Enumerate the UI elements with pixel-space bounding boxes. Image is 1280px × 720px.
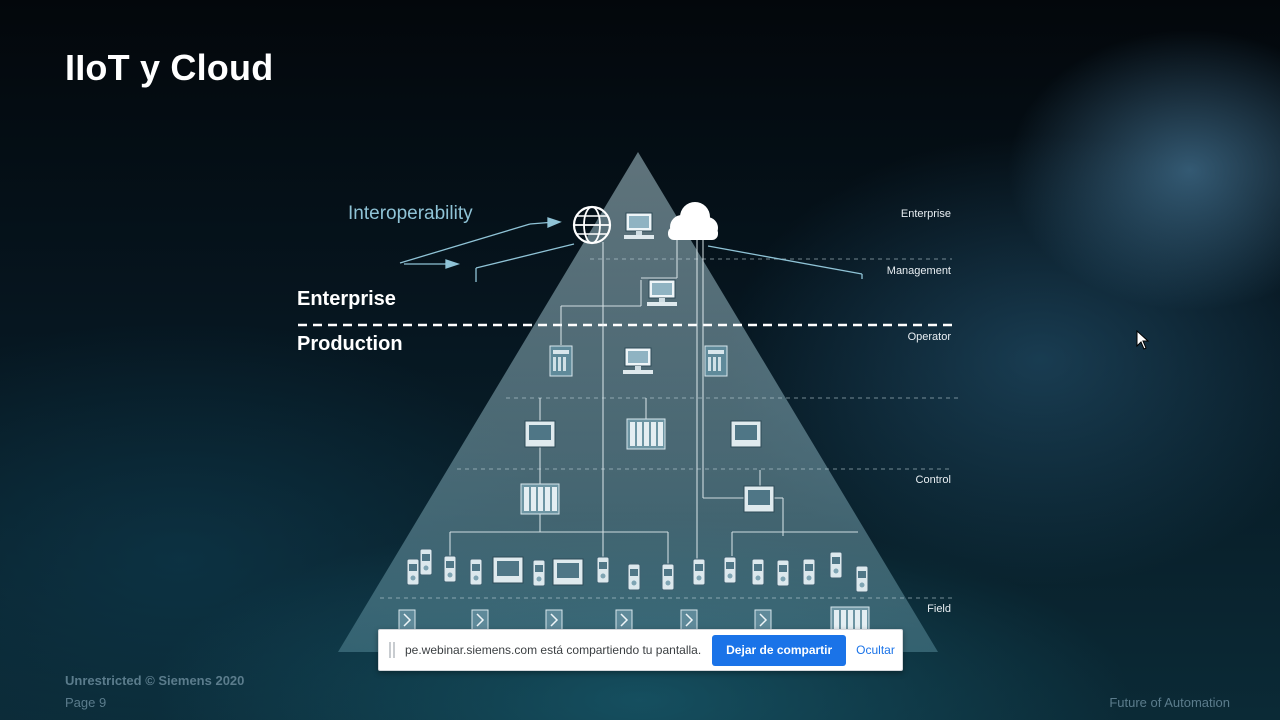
plc-rack-icon [520,483,560,515]
computer-icon [646,279,678,307]
controller-icon [524,420,556,448]
level-operator-label: Operator [907,331,951,343]
drive-icon [723,556,737,584]
plc-icon [626,418,666,450]
cloud-icon [668,202,718,240]
pyramid-shape [338,152,938,652]
footer-tagline: Future of Automation [1109,695,1230,710]
controller-icon [743,485,775,513]
screen-share-bar: pe.webinar.siemens.com está compartiendo… [378,629,903,671]
copyright-text: Unrestricted © Siemens 2020 [65,673,245,688]
drive-icon [419,548,433,576]
drive-icon [406,558,420,586]
sensor-icon [615,609,633,631]
computer-icon [622,347,654,375]
hmi-panel-icon [492,556,524,584]
io-module-icon [802,558,816,586]
drive-icon [596,556,610,584]
computer-icon [623,212,655,240]
interoperability-arrows [399,217,863,282]
motor-icon [398,609,416,631]
server-icon [549,345,573,377]
level-control-label: Control [915,474,951,486]
stop-sharing-button[interactable]: Dejar de compartir [712,634,847,666]
production-section-label: Production [297,333,403,355]
enterprise-section-label: Enterprise [297,288,396,310]
level-field-label: Field [927,603,951,615]
sensor-icon [855,565,869,593]
valve-icon [471,609,489,631]
motor-icon [545,609,563,631]
level-enterprise-label: Enterprise [900,208,951,220]
level-management-label: Management [886,265,951,277]
io-module-icon [661,563,675,591]
network-lines [449,240,858,566]
share-message: pe.webinar.siemens.com está compartiendo… [405,643,702,657]
sensor-icon [532,559,546,587]
sensor-icon [692,558,706,586]
globe-icon [572,205,612,245]
controller-icon [552,558,584,586]
hide-button[interactable]: Ocultar [856,643,895,657]
valve-icon [680,609,698,631]
io-module-icon [627,563,641,591]
drive-icon [751,558,765,586]
drag-handle-icon[interactable] [389,642,395,658]
hmi-panel-icon [730,420,762,448]
sensor-icon [469,558,483,586]
mouse-cursor-icon [1136,330,1150,350]
valve-icon [754,609,772,631]
interoperability-label: Interoperability [348,203,473,224]
io-module-icon [829,551,843,579]
sensor-icon [776,559,790,587]
page-number: Page 9 [65,695,107,710]
sensor-icon [443,555,457,583]
server-rack-icon [704,345,728,377]
slide-title: IIoT y Cloud [65,47,274,88]
